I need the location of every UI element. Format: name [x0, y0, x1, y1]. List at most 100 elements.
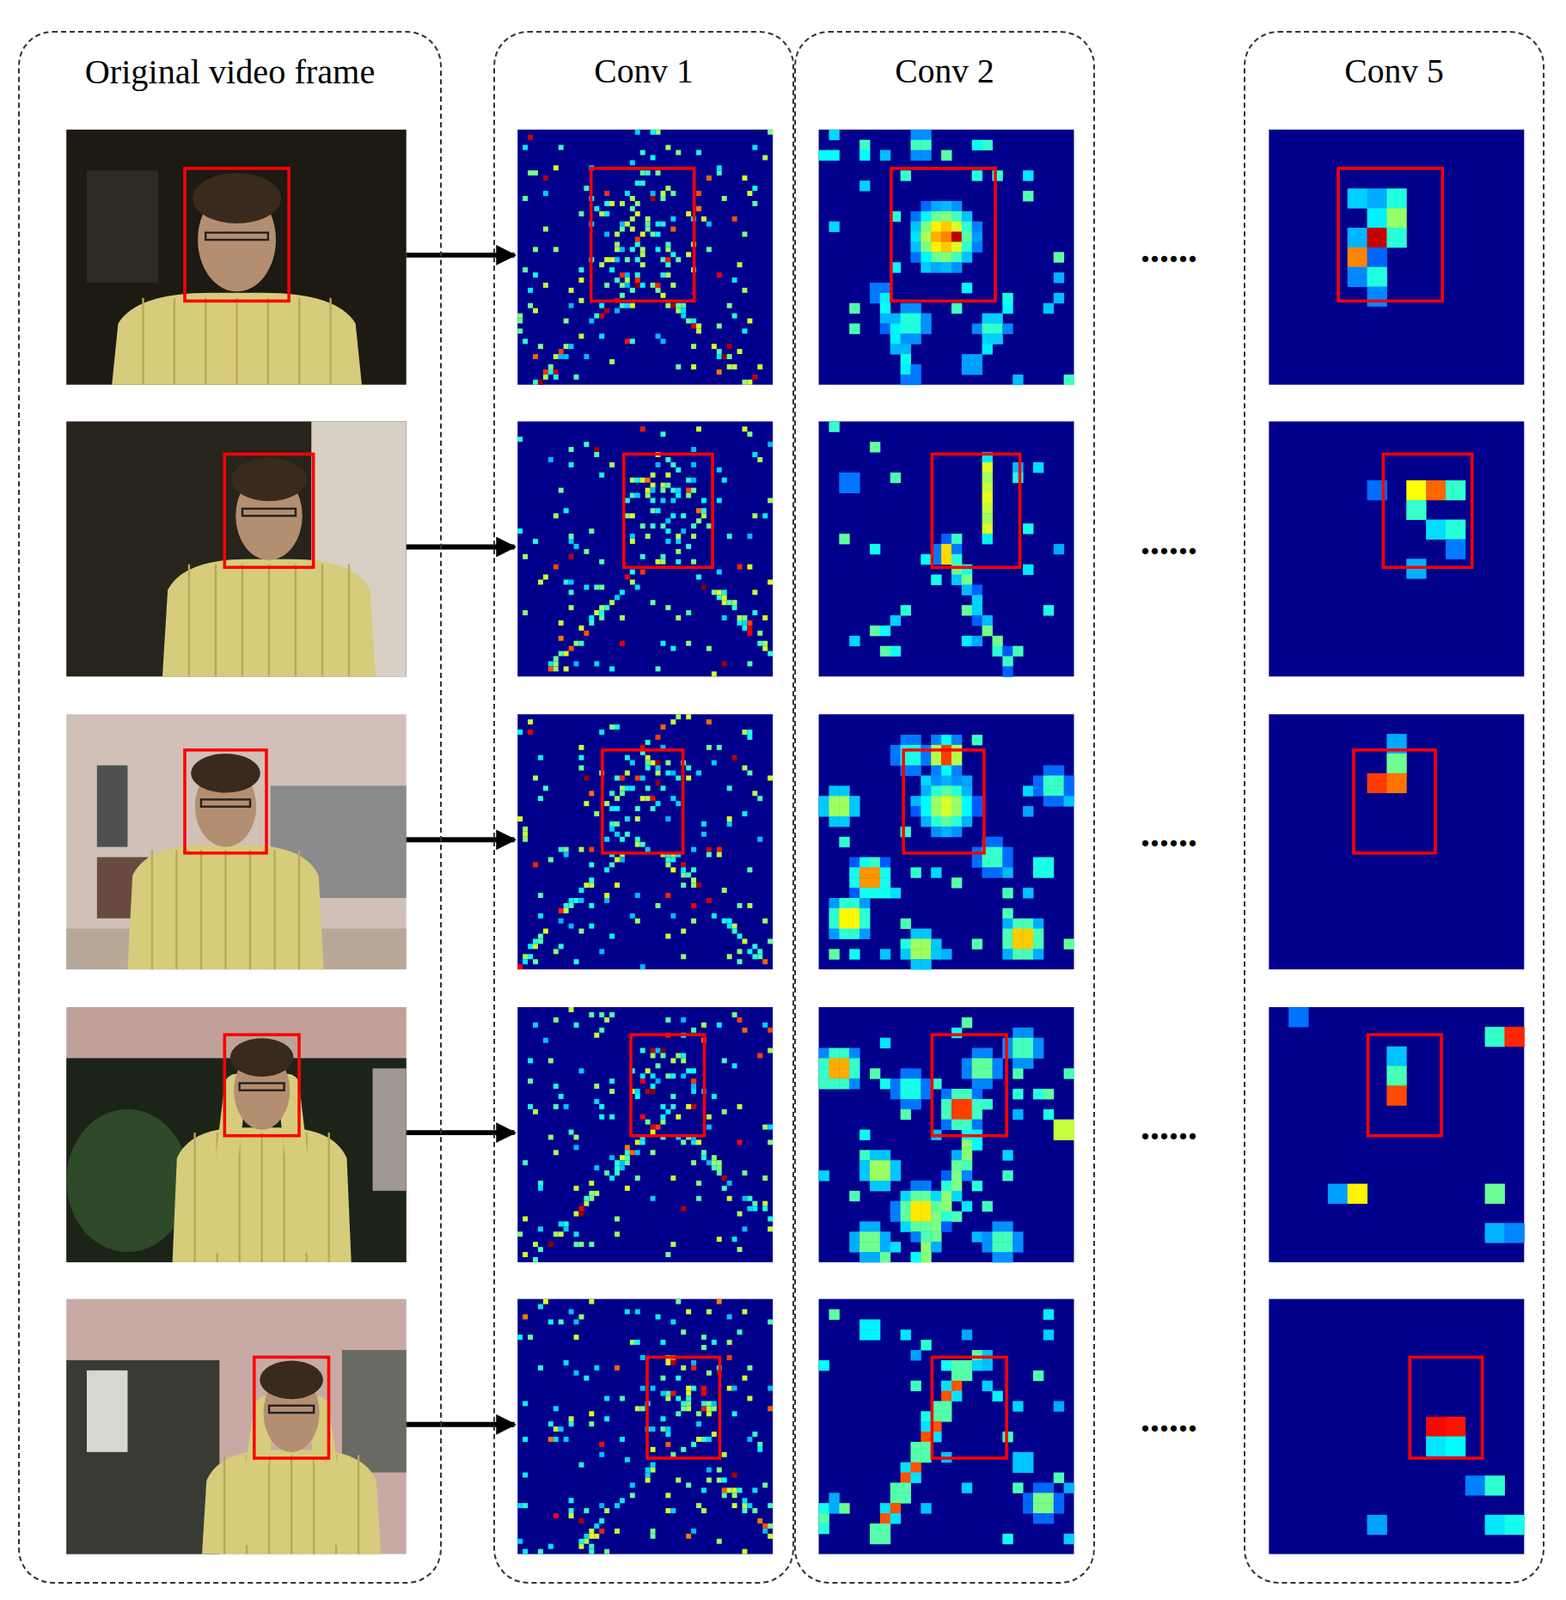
heatmap-cell	[910, 129, 921, 141]
heatmap-cell	[951, 1099, 962, 1110]
edge-response-pixel	[522, 338, 528, 344]
edge-response-pixel	[635, 1150, 641, 1156]
edge-response-pixel	[635, 842, 641, 848]
face-bounding-box	[1368, 1034, 1443, 1137]
heatmap-cell	[1485, 1515, 1505, 1536]
edge-response-pixel	[568, 343, 575, 349]
hair	[192, 172, 282, 224]
edge-response-pixel	[670, 646, 676, 652]
heatmap-cell	[900, 1088, 912, 1100]
heatmap-background	[1268, 129, 1524, 386]
heatmap-cell	[910, 1068, 921, 1079]
edge-response-pixel	[543, 1038, 549, 1044]
heatmap-cell	[910, 303, 921, 314]
heatmap-cell	[1043, 795, 1054, 807]
edge-response-pixel	[532, 1241, 539, 1248]
heatmap-cell	[828, 1078, 839, 1089]
edge-response-pixel	[645, 477, 651, 484]
edge-response-pixel	[532, 1109, 539, 1115]
heatmap-cell	[900, 1201, 912, 1212]
edge-response-pixel	[650, 507, 656, 514]
heatmap-cell	[890, 1170, 901, 1181]
edge-response-pixel	[635, 477, 641, 484]
edge-response-pixel	[599, 1529, 605, 1535]
edge-response-pixel	[599, 1518, 605, 1524]
edge-response-pixel	[691, 477, 697, 484]
heatmap-cell	[869, 1231, 881, 1242]
edge-response-pixel	[716, 165, 722, 171]
edge-response-pixel	[568, 1416, 575, 1422]
heatmap-cell	[930, 251, 942, 263]
edge-response-pixel	[737, 262, 743, 268]
edge-response-pixel	[732, 605, 738, 611]
edge-response-pixel	[701, 1022, 707, 1028]
heatmap-cell	[880, 313, 891, 325]
edge-response-pixel	[609, 1155, 615, 1161]
edge-response-pixel	[604, 201, 610, 207]
shirt-stripe	[249, 850, 251, 970]
edge-response-pixel	[716, 369, 722, 375]
frame-wall	[373, 1068, 407, 1192]
edge-response-pixel	[665, 518, 671, 524]
heatmap-cell	[838, 929, 850, 940]
edge-response-pixel	[675, 1299, 681, 1305]
edge-response-pixel	[604, 893, 610, 899]
edge-response-pixel	[635, 1094, 641, 1100]
edge-response-pixel	[650, 1150, 656, 1156]
edge-response-pixel	[727, 1315, 733, 1321]
heatmap-cell	[930, 765, 942, 777]
edge-response-pixel	[711, 1431, 717, 1438]
heatmap-cell	[961, 1139, 973, 1151]
heatmap-cell	[869, 877, 881, 888]
heatmap-cell	[1386, 1046, 1407, 1067]
edge-response-pixel	[543, 175, 549, 181]
edge-response-pixel	[762, 1201, 768, 1207]
heatmap-cell	[1012, 374, 1023, 386]
edge-response-pixel	[650, 488, 656, 494]
edge-response-pixel	[727, 1339, 733, 1346]
shirt-stripe	[290, 1455, 293, 1554]
edge-response-pixel	[706, 847, 712, 853]
edge-response-pixel	[604, 256, 610, 263]
heatmap-cell	[991, 323, 1003, 334]
edge-response-pixel	[568, 1498, 575, 1504]
heatmap-cell	[1012, 1027, 1023, 1039]
heatmap-cell	[941, 201, 952, 212]
arm	[246, 1407, 266, 1535]
heatmap-cell	[920, 1421, 931, 1432]
edge-response-pixel	[691, 1442, 697, 1448]
edge-response-pixel	[727, 343, 733, 349]
heatmap-cell	[961, 1170, 973, 1181]
edge-response-pixel	[568, 1007, 575, 1013]
edge-response-pixel	[675, 714, 681, 720]
face-bounding-box	[891, 168, 996, 301]
edge-response-pixel	[614, 1160, 620, 1166]
edge-response-pixel	[517, 1231, 523, 1237]
heatmap-cell	[1022, 564, 1034, 576]
heatmap-cell	[849, 323, 860, 334]
edge-response-pixel	[614, 246, 620, 252]
arm	[317, 1407, 337, 1535]
edge-response-pixel	[757, 954, 763, 960]
heatmap-cell	[900, 313, 912, 325]
edge-response-pixel	[578, 898, 584, 904]
edge-response-pixel	[675, 493, 681, 499]
face-bounding-box	[602, 750, 684, 854]
heatmap-cell	[859, 877, 870, 888]
heatmap-cell	[920, 1503, 931, 1514]
heatmap-cell	[890, 1241, 901, 1253]
edge-response-pixel	[660, 785, 666, 791]
edge-response-pixel	[640, 1048, 646, 1054]
frame-plant	[66, 1109, 190, 1253]
edge-response-pixel	[630, 1482, 636, 1488]
edge-response-pixel	[665, 472, 671, 478]
edge-response-pixel	[574, 1135, 580, 1141]
heatmap-cell	[910, 734, 921, 746]
heatmap-cell	[838, 816, 850, 827]
heatmap-cell	[930, 816, 942, 827]
heatmap-cell	[941, 262, 952, 273]
edge-response-pixel	[538, 939, 544, 945]
edge-response-pixel	[721, 1058, 728, 1064]
edge-response-pixel	[630, 513, 636, 519]
heatmap-cell	[961, 1058, 973, 1069]
